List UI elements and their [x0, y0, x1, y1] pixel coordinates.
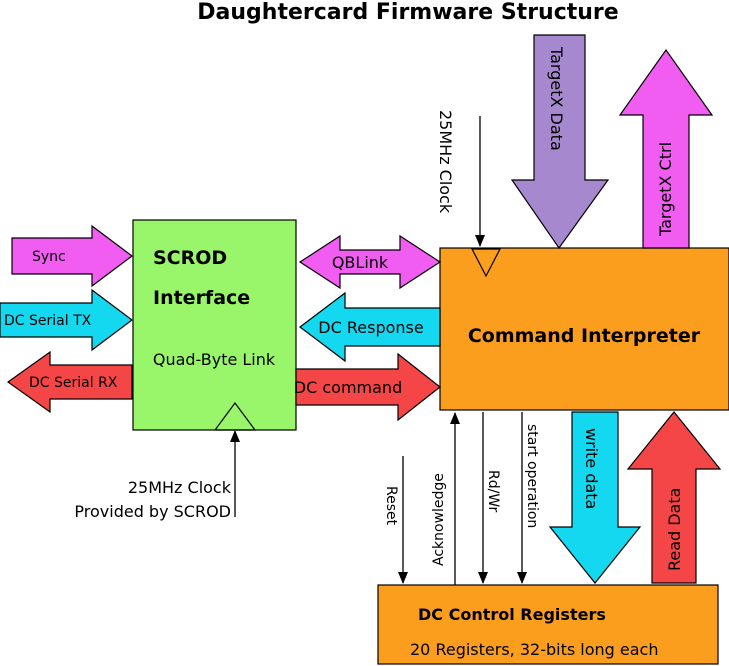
dc-response-arrow [299, 291, 441, 363]
dc-response-label: DC Response [318, 318, 423, 337]
sync-label: Sync [32, 249, 66, 265]
command-interpreter-title: Command Interpreter [468, 325, 701, 347]
targetx-ctrl-label: TargetX Ctrl [656, 142, 675, 237]
dc-serial-tx-label: DC Serial TX [4, 313, 92, 329]
command-interpreter-block [439, 247, 729, 411]
scrod-title-line2: Interface [153, 287, 250, 309]
rdwr-label: Rd/Wr [485, 470, 501, 513]
targetx-data-arrow [510, 34, 610, 250]
scrod-subtitle: Quad-Byte Link [153, 350, 276, 369]
scrod-interface-block [132, 219, 297, 431]
reset-label: Reset [383, 486, 399, 526]
dc-command-label: DC command [294, 378, 402, 397]
dc-command-arrow [295, 352, 441, 422]
read-data-label: Read Data [665, 488, 684, 572]
dc-control-registers-block [377, 584, 719, 665]
dc-control-registers-subtitle: 20 Registers, 32-bits long each [410, 640, 658, 659]
dc-serial-rx-label: DC Serial RX [29, 375, 118, 391]
sync-arrow [11, 224, 133, 288]
cmd-clock-triangle [471, 248, 501, 278]
targetx-ctrl-arrow [618, 48, 714, 249]
scrod-clock-label-line2: Provided by SCROD [74, 502, 231, 521]
dc-serial-tx-arrow [0, 288, 133, 352]
qblink-arrow [298, 234, 442, 290]
targetx-data-label: TargetX Data [547, 46, 566, 151]
acknowledge-label: Acknowledge [431, 473, 447, 566]
scrod-clock-label-line1: 25MHz Clock [128, 478, 232, 497]
write-data-arrow [548, 411, 642, 584]
scrod-title-line1: SCROD [153, 247, 227, 269]
dc-control-registers-title: DC Control Registers [418, 605, 606, 624]
diagram-title: Daughtercard Firmware Structure [197, 0, 618, 25]
write-data-label: write data [582, 428, 601, 509]
qblink-label: QBLink [332, 253, 389, 272]
start-operation-label: start operation [524, 424, 540, 528]
cmd-clock-label: 25MHz Clock [436, 110, 455, 214]
read-data-arrow [626, 411, 722, 584]
dc-serial-rx-arrow [6, 350, 133, 414]
